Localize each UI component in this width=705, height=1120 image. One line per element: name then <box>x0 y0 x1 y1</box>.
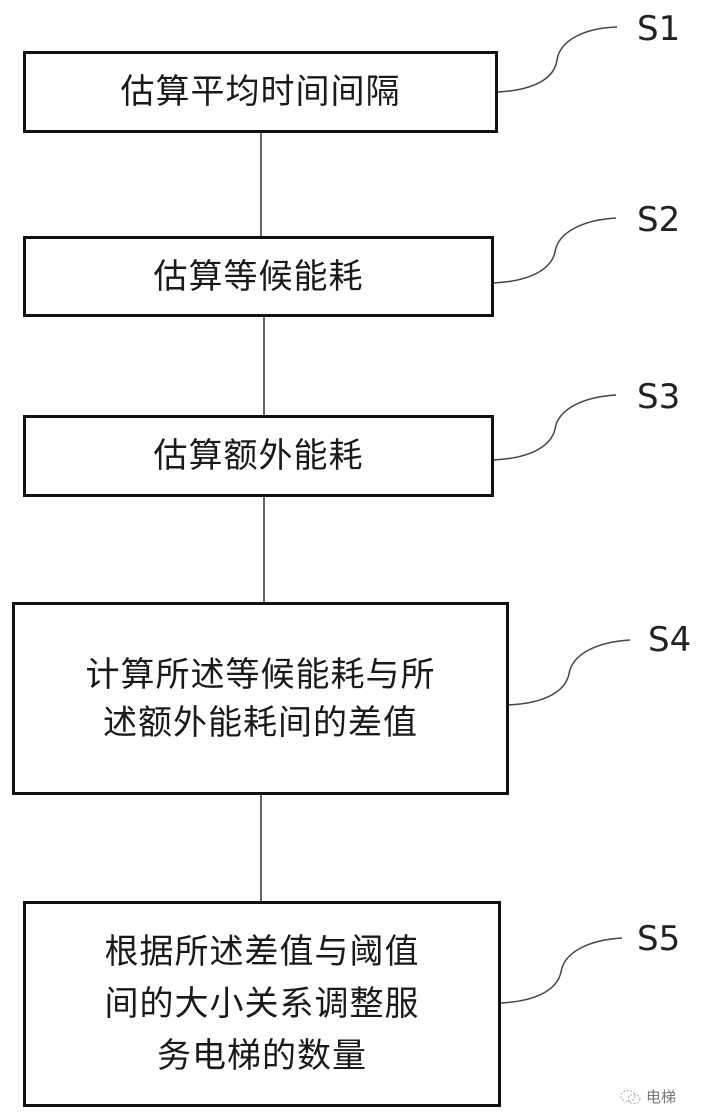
step-box-s5: 根据所述差值与阈值 间的大小关系调整服 务电梯的数量 <box>23 901 501 1107</box>
step-text-s2: 估算等候能耗 <box>153 256 364 297</box>
leader-line-s5 <box>499 937 623 1004</box>
leader-line-s1 <box>496 26 618 93</box>
leader-line-s4 <box>507 639 631 706</box>
step-box-s4: 计算所述等候能耗与所 述额外能耗间的差值 <box>12 602 509 795</box>
leader-line-s2 <box>492 217 617 284</box>
step-text-s3: 估算额外能耗 <box>153 436 364 476</box>
step-label-s4: S4 <box>648 620 692 660</box>
leader-line-s3 <box>492 394 617 461</box>
wechat-icon <box>620 1089 641 1104</box>
step-box-s1: 估算平均时间间隔 <box>23 51 498 133</box>
step-label-s1: S1 <box>637 9 681 49</box>
step-box-s2: 估算等候能耗 <box>23 236 494 317</box>
watermark: 电梯 <box>620 1086 676 1107</box>
watermark-text: 电梯 <box>646 1088 677 1106</box>
step-label-s5: S5 <box>637 919 681 959</box>
step-text-s1: 估算平均时间间隔 <box>120 72 401 112</box>
step-text-s5: 根据所述差值与阈值 间的大小关系调整服 务电梯的数量 <box>104 932 420 1076</box>
step-label-s2: S2 <box>637 200 681 240</box>
step-box-s3: 估算额外能耗 <box>23 415 494 497</box>
step-label-s3: S3 <box>637 377 681 417</box>
step-text-s4: 计算所述等候能耗与所 述额外能耗间的差值 <box>85 654 436 743</box>
